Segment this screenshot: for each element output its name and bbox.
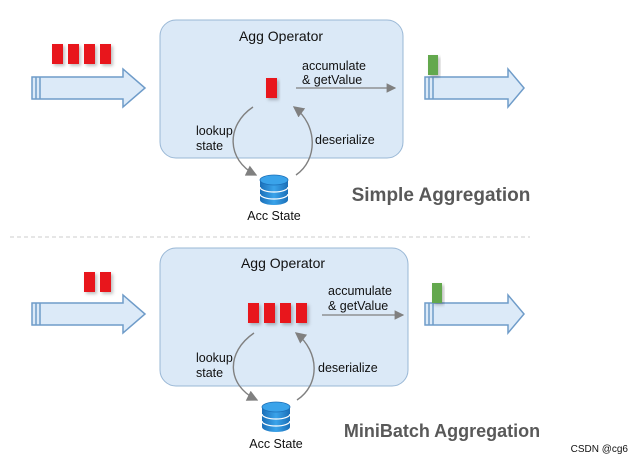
deserialize-arrow [294, 332, 315, 401]
lookup-label: lookup [196, 124, 233, 138]
database-icon [261, 401, 291, 432]
deserialize-arrow [292, 106, 313, 176]
simple-aggregation-section: Agg Operator accumulate & getValue looku… [31, 19, 531, 223]
record [52, 44, 63, 64]
record [100, 44, 111, 64]
operator-label: Agg Operator [241, 255, 325, 271]
record [68, 44, 79, 64]
section-title: MiniBatch Aggregation [344, 421, 540, 441]
input-stream-arrow [31, 67, 147, 109]
output-result [428, 55, 438, 75]
buffered-record [248, 303, 259, 323]
input-stream-arrow [31, 293, 147, 335]
output-result [432, 283, 442, 303]
agg-operator-box [159, 19, 404, 159]
input-records [52, 44, 111, 64]
buffered-record [264, 303, 275, 323]
get-value-label: & getValue [328, 299, 388, 313]
lookup-state-arrow [232, 332, 259, 401]
state-label: state [196, 139, 223, 153]
lookup-label: lookup [196, 351, 233, 365]
record [84, 44, 95, 64]
accumulate-label: accumulate [328, 284, 392, 298]
section-title: Simple Aggregation [352, 185, 531, 206]
lookup-state-arrow [232, 106, 258, 176]
accumulate-label: accumulate [302, 59, 366, 73]
buffered-record [280, 303, 291, 323]
buffered-records [248, 303, 307, 323]
record [84, 272, 95, 292]
buffered-record [266, 78, 277, 98]
output-stream-arrow [424, 66, 525, 110]
acc-state-label: Acc State [249, 437, 303, 451]
deserialize-label: deserialize [318, 361, 378, 375]
state-label: state [196, 366, 223, 380]
minibatch-aggregation-section: Agg Operator accumulate & getValue looku… [31, 247, 540, 451]
buffered-record [296, 303, 307, 323]
get-value-label: & getValue [302, 73, 362, 87]
operator-label: Agg Operator [239, 28, 323, 44]
output-stream-arrow [424, 292, 525, 336]
database-icon [259, 174, 289, 205]
watermark: CSDN @cg6 [571, 444, 629, 455]
record [100, 272, 111, 292]
acc-state-label: Acc State [247, 209, 301, 223]
input-records [84, 272, 111, 292]
deserialize-label: deserialize [315, 133, 375, 147]
